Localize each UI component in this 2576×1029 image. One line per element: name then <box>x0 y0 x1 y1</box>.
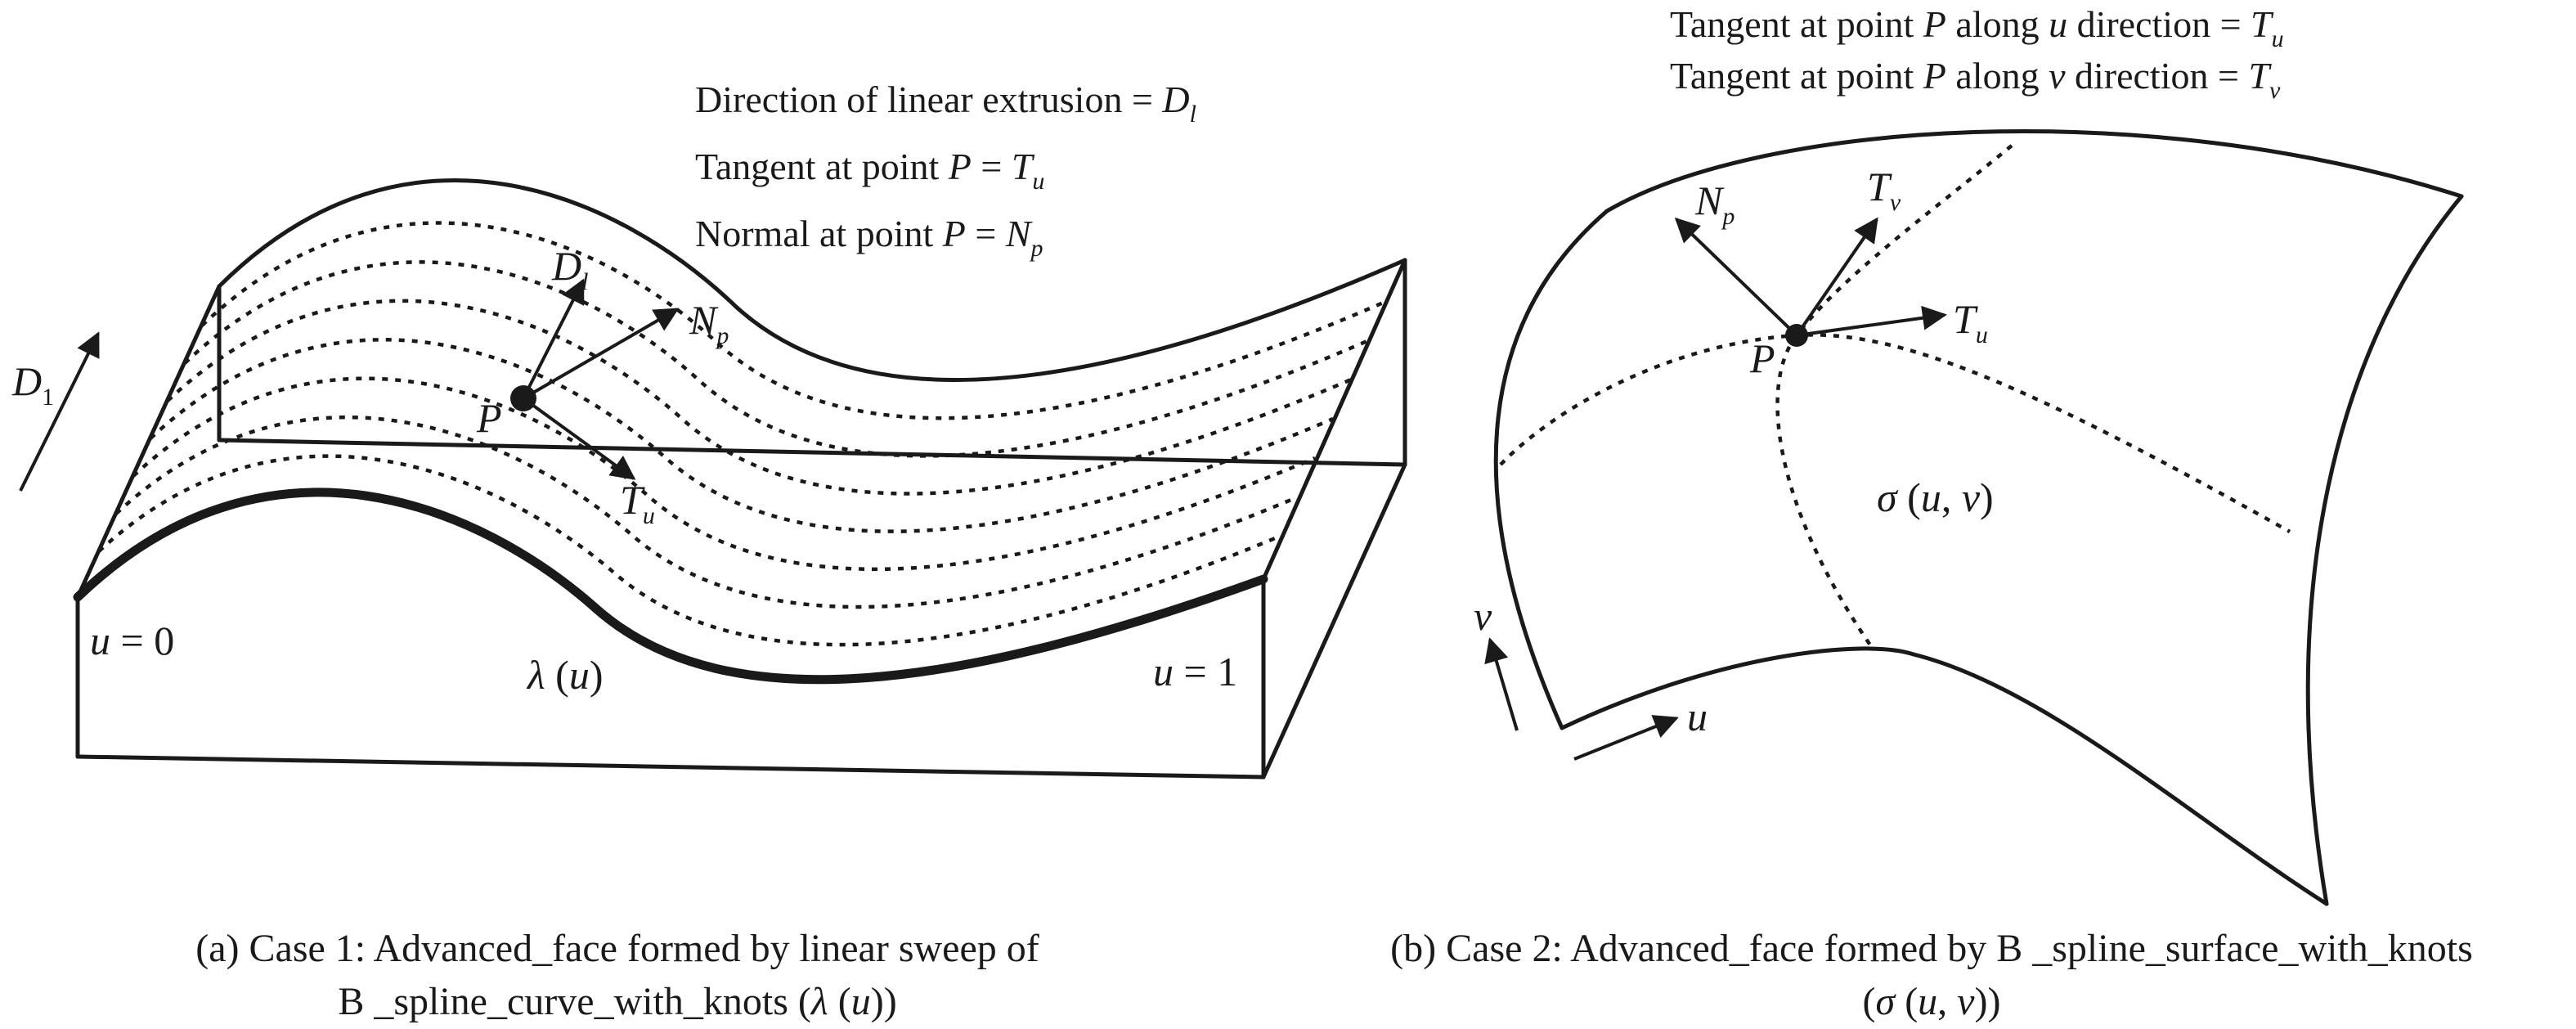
t-u-label: Tu <box>620 477 655 529</box>
caption-a-line1: (a) Case 1: Advanced_face formed by line… <box>195 927 1039 970</box>
legend-tangent-line: Tangent at point P = Tu <box>695 146 1044 195</box>
top-left-edge <box>75 284 222 600</box>
point-p-label: P <box>476 395 502 441</box>
t-v-label: Tv <box>1867 164 1901 216</box>
iso-curve <box>114 415 1298 609</box>
iso-curve <box>97 454 1280 647</box>
n-p-label: Np <box>689 297 729 349</box>
iso-curve <box>149 338 1334 533</box>
iso-curve <box>183 260 1370 458</box>
t-u-vector <box>522 397 636 480</box>
legend-tu-line: Tangent at point P along u direction = T… <box>1670 3 2284 52</box>
u-one-label: u = 1 <box>1153 649 1237 694</box>
d-l-label: Dl <box>551 243 588 295</box>
t-u-vector-b <box>1796 305 1947 337</box>
surface-right-edge <box>2305 194 2464 906</box>
caption-a-line2: B _spline_curve_with_knots (λ (u)) <box>338 980 896 1023</box>
d1-label: D1 <box>11 358 54 411</box>
u-axis-arrow <box>1573 715 1679 761</box>
iso-curve <box>166 299 1352 496</box>
n-p-vector <box>522 308 680 400</box>
front-bottom-edge <box>75 754 1266 780</box>
point-p-label-b: P <box>1749 335 1775 381</box>
n-p-vector-b <box>1674 217 1798 337</box>
panel-a: D1 Dl Np Tu P u = 0 u = 1 λ (u) Directio… <box>11 79 1407 1023</box>
d1-direction-arrow <box>19 331 100 492</box>
u-axis-label: u <box>1687 694 1708 739</box>
v-axis-label: v <box>1474 593 1492 639</box>
iso-curves <box>97 221 1388 647</box>
sigma-uv-label: σ (u, v) <box>1877 474 1994 520</box>
v-axis-arrow <box>1484 637 1519 731</box>
surface-top-edge <box>1604 129 2464 213</box>
surface-bottom-edge <box>1560 646 2329 906</box>
panel-a-caption: (a) Case 1: Advanced_face formed by line… <box>195 927 1039 1023</box>
panel-b-caption: (b) Case 2: Advanced_face formed by B _s… <box>1390 927 2473 1023</box>
v-iso-curve <box>1775 144 2013 650</box>
u-iso-curve <box>1499 333 2291 533</box>
surface-left-edge <box>1493 209 1609 730</box>
n-p-label-b: Np <box>1694 177 1735 230</box>
t-v-vector <box>1795 217 1878 337</box>
t-u-label-b: Tu <box>1953 296 1988 348</box>
legend-tv-line: Tangent at point P along v direction = T… <box>1670 55 2281 104</box>
lambda-u-label: λ (u) <box>526 652 603 698</box>
d-l-vector <box>522 278 585 399</box>
caption-b-line1: (b) Case 2: Advanced_face formed by B _s… <box>1390 927 2473 970</box>
caption-b-line2: (σ (u, v)) <box>1863 980 2001 1023</box>
legend-extrusion-line: Direction of linear extrusion = Dl <box>695 79 1196 128</box>
extrusion-box <box>75 258 1407 780</box>
legend-normal-line: Normal at point P = Np <box>695 213 1043 262</box>
bottom-right-edge <box>1261 462 1407 780</box>
lambda-curve <box>73 488 1268 685</box>
iso-curve <box>132 376 1316 572</box>
panel-a-legend: Direction of linear extrusion = Dl Tange… <box>695 79 1196 262</box>
panel-b: Np Tv Tu P σ (u, v) u v Tangent at point… <box>1390 3 2473 1023</box>
iso-curve <box>200 221 1388 420</box>
panel-b-legend: Tangent at point P along u direction = T… <box>1670 3 2284 104</box>
swept-back-curve <box>217 178 1407 382</box>
back-bottom-edge <box>217 438 1407 467</box>
u-zero-label: u = 0 <box>90 618 174 663</box>
top-right-edge <box>1261 258 1407 582</box>
